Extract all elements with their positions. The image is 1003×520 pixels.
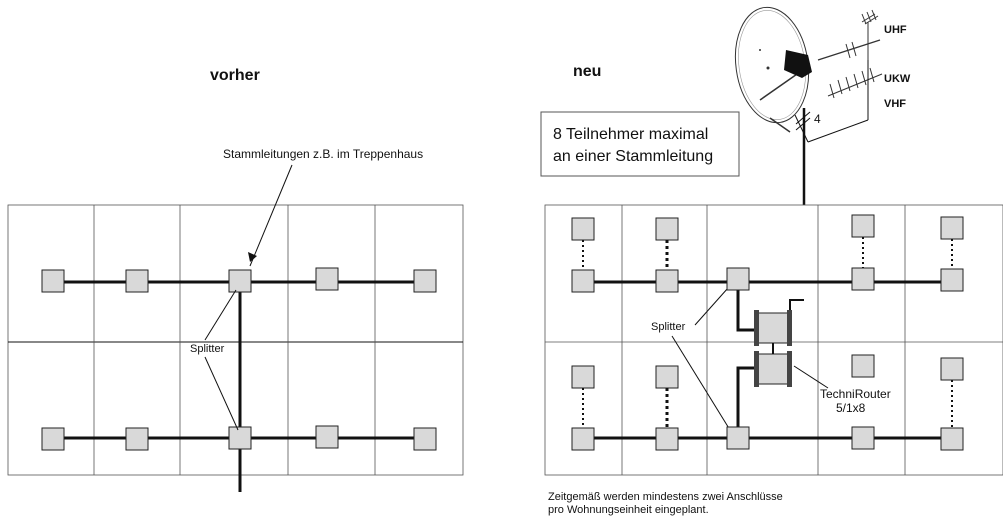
antenna-cable <box>807 119 869 143</box>
socket <box>228 269 252 293</box>
socket <box>41 269 65 293</box>
info-box-line-1: 8 Teilnehmer maximal <box>553 126 708 143</box>
socket <box>228 426 252 450</box>
footnote-line-1: Zeitgemäß werden mindestens zwei Anschlü… <box>548 491 783 503</box>
splitter-pointer <box>671 335 731 431</box>
socket <box>655 365 679 389</box>
socket <box>726 267 750 291</box>
cable-count-label: 4 <box>814 112 821 126</box>
right-title: neu <box>573 63 601 80</box>
socket <box>315 267 339 291</box>
socket <box>571 365 595 389</box>
socket <box>571 427 595 451</box>
socket <box>571 269 595 293</box>
socket <box>125 427 149 451</box>
router-label-line-2: 5/1x8 <box>836 401 866 415</box>
socket <box>851 426 875 450</box>
socket <box>940 268 964 292</box>
ukw-antenna-icon <box>817 39 881 61</box>
socket <box>315 425 339 449</box>
socket <box>125 269 149 293</box>
vhf-antenna-icon <box>827 67 883 99</box>
splitter-pointer <box>204 356 239 431</box>
cable-tick <box>795 117 811 131</box>
left-title: vorher <box>210 67 260 84</box>
right-panel: neu 8 Teilnehmer maximal an einer Stamml… <box>540 6 1003 516</box>
ukw-label: UKW <box>884 73 911 85</box>
feed-to-router <box>789 299 804 312</box>
stammleitung-callout: Stammleitungen z.B. im Treppenhaus <box>223 147 423 161</box>
vhf-label: VHF <box>884 98 906 110</box>
splitter-pointer <box>694 287 729 326</box>
socket <box>413 427 437 451</box>
callout-pointer <box>249 164 293 267</box>
socket <box>571 217 595 241</box>
lower-router-link <box>736 366 758 438</box>
router-pointer <box>793 365 829 389</box>
socket <box>851 354 875 378</box>
socket <box>726 426 750 450</box>
callout-arrowhead <box>248 252 257 262</box>
left-panel: vorher Stammleitungen z.B. im Treppenhau… <box>7 67 464 492</box>
socket <box>41 427 65 451</box>
right-splitter-label: Splitter <box>651 321 686 333</box>
socket <box>655 217 679 241</box>
socket <box>851 267 875 291</box>
info-box-line-2: an einer Stammleitung <box>553 148 713 165</box>
cable-tick <box>795 111 811 125</box>
socket <box>413 269 437 293</box>
antenna-cable <box>794 114 809 143</box>
uhf-antenna-icon <box>861 9 879 60</box>
satellite-dish-icon <box>734 6 812 133</box>
socket <box>940 357 964 381</box>
footnote-line-2: pro Wohnungseinheit eingeplant. <box>548 504 709 516</box>
socket <box>851 214 875 238</box>
left-splitter-label: Splitter <box>190 343 225 355</box>
socket <box>940 427 964 451</box>
socket <box>655 269 679 293</box>
splitter-pointer <box>204 289 237 341</box>
techni-router-icon <box>754 310 792 387</box>
uhf-label: UHF <box>884 24 907 36</box>
info-box <box>540 111 740 177</box>
router-label-line-1: TechniRouter <box>820 387 891 401</box>
upper-router-link <box>736 282 758 332</box>
socket <box>655 427 679 451</box>
socket <box>940 216 964 240</box>
